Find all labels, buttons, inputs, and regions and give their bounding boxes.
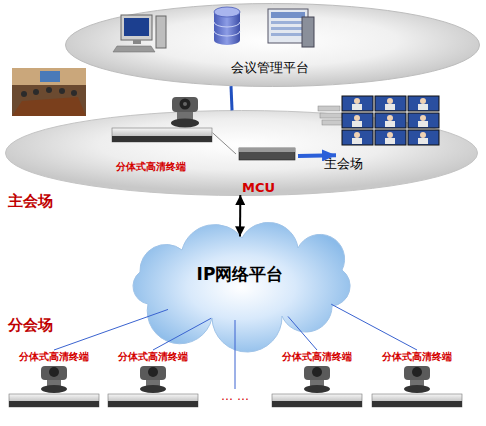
node-label: 分体式高清终端 (371, 351, 463, 363)
conference-photo-part (21, 91, 27, 97)
conference-photo-part (33, 89, 39, 95)
camera-icon (9, 366, 99, 407)
ellipse-shape (6, 111, 478, 196)
camera-icon-part (372, 394, 462, 407)
mcu-device: MCU (236, 145, 298, 195)
screen-grid-part (418, 104, 428, 110)
camera-icon-part (108, 401, 198, 407)
connector (231, 86, 232, 110)
terminal-device: 分体式高清终端 (371, 350, 463, 410)
node-label: 主会场 (8, 192, 88, 210)
node-label: 分体式高清终端 (8, 351, 100, 363)
stacked-devices-part (318, 106, 340, 111)
terminal-device: 分体式高清终端 (108, 95, 218, 177)
section-label: 分会场 (8, 316, 88, 334)
screen-grid-part (342, 96, 373, 111)
conference-photo-part (59, 88, 65, 94)
screen-grid-part (387, 98, 393, 104)
cloud-shape (133, 222, 350, 352)
camera-icon-part (41, 385, 67, 393)
network-cloud: IP网络平台 (120, 232, 360, 320)
node-label: 分体式高清终端 (116, 161, 216, 173)
camera-icon-part (312, 367, 322, 377)
screen-grid-part (375, 96, 406, 111)
camera-icon-part (172, 97, 198, 112)
camera-icon-part (410, 380, 424, 387)
conference-photo-part (12, 68, 86, 85)
ellipse-shape (66, 4, 480, 87)
camera-icon-part (310, 380, 324, 387)
node-label: 主会场 (324, 156, 384, 172)
camera-icon-part (404, 366, 430, 380)
camera-icon-part (304, 385, 330, 393)
camera-icon-part (372, 401, 462, 407)
screen-grid-part (385, 104, 395, 110)
node-label: MCU (242, 180, 292, 196)
terminal-device: 分体式高清终端 (8, 350, 100, 410)
camera-icon-part (412, 367, 422, 377)
camera-icon-part (183, 102, 187, 106)
terminal-device: 分体式高清终端 (271, 350, 363, 410)
node-label: 会议管理平台 (215, 60, 325, 76)
ellipsis-mark: … … (205, 389, 265, 403)
screen-grid-part (352, 104, 362, 110)
camera-icon-part (41, 366, 67, 380)
camera-icon-part (272, 394, 362, 407)
camera-icon-part (180, 99, 191, 110)
connector (239, 195, 241, 236)
screen-grid-part (354, 98, 360, 104)
camera-icon (372, 366, 462, 407)
conference-photo-part (12, 97, 86, 116)
camera-icon (108, 366, 198, 407)
conference-photo-part (12, 68, 86, 116)
camera-icon-part (272, 401, 362, 407)
venue-ellipse: 主会场分体式高清终端MCU主会场 (5, 110, 478, 196)
camera-icon-part (9, 401, 99, 407)
node-label: IP网络平台 (120, 264, 360, 284)
conference-photo-part (46, 87, 52, 93)
video-wall: 主会场 (336, 92, 446, 172)
camera-icon (272, 366, 362, 407)
conference-photo-part (71, 90, 77, 96)
terminal-device: 分体式高清终端 (107, 350, 199, 410)
camera-icon-part (404, 385, 430, 393)
node-label: 分体式高清终端 (107, 351, 199, 363)
conference-photo-part (40, 71, 60, 82)
node-label: 分体式高清终端 (271, 351, 363, 363)
camera-icon-part (47, 380, 61, 387)
conference-photo (12, 68, 86, 116)
camera-icon-part (108, 394, 198, 407)
screen-grid-part (408, 96, 439, 111)
platform-ellipse: 会议管理平台 (65, 3, 480, 87)
camera-icon-part (146, 380, 160, 387)
camera-icon-part (9, 394, 99, 407)
screen-grid-part (420, 115, 426, 121)
camera-icon-part (140, 366, 166, 380)
camera-icon-part (49, 367, 59, 377)
camera-icon-part (140, 385, 166, 393)
camera-icon-part (304, 366, 330, 380)
venue-ellipse-outline (5, 110, 478, 196)
connector (331, 304, 417, 350)
screen-grid-part (420, 98, 426, 104)
camera-icon-part (148, 367, 158, 377)
